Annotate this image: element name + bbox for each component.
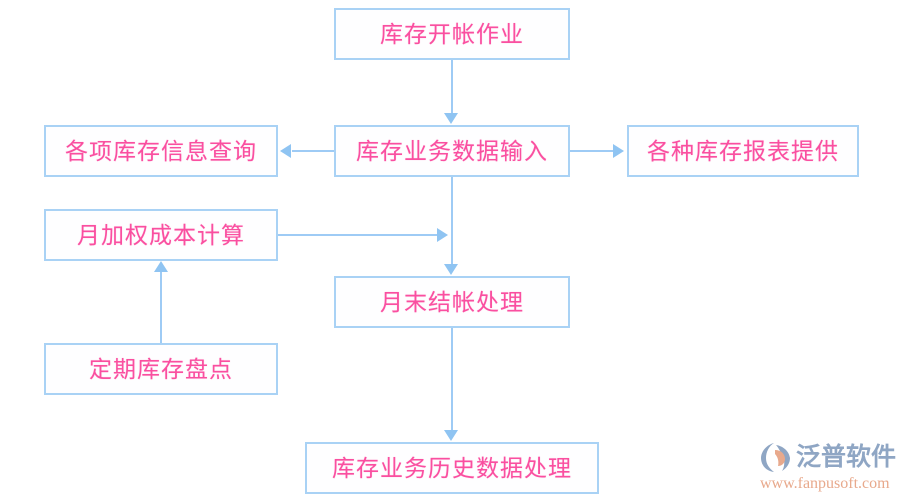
- node-label: 各项库存信息查询: [65, 138, 257, 164]
- watermark-brand-row: 泛普软件: [760, 440, 898, 474]
- edge-stocktaking-to-cost-arrow: [154, 261, 168, 272]
- node-label: 库存业务数据输入: [356, 138, 548, 164]
- edge-entry-to-query-arrow: [280, 144, 291, 158]
- edge-opening-to-entry-line: [451, 60, 453, 114]
- edge-opening-to-entry-arrow: [444, 113, 458, 124]
- node-month-end-closing[interactable]: 月末结帐处理: [334, 276, 570, 328]
- edge-stocktaking-to-cost-line: [160, 272, 162, 343]
- node-inventory-info-query[interactable]: 各项库存信息查询: [44, 125, 278, 177]
- edge-entry-to-query-line: [292, 150, 334, 152]
- node-inventory-reports[interactable]: 各种库存报表提供: [627, 125, 859, 177]
- node-label: 月末结帐处理: [380, 289, 524, 315]
- edge-cost-to-closing-line: [278, 234, 438, 236]
- edge-entry-to-closing-line: [451, 177, 453, 265]
- edge-entry-to-closing-arrow: [444, 264, 458, 275]
- node-inventory-history-processing[interactable]: 库存业务历史数据处理: [305, 442, 599, 494]
- watermark: 泛普软件 www.fanpusoft.com: [760, 440, 898, 495]
- node-label: 定期库存盘点: [89, 356, 233, 382]
- node-inventory-opening[interactable]: 库存开帐作业: [334, 8, 570, 60]
- node-label: 月加权成本计算: [77, 222, 245, 248]
- watermark-url-text: www.fanpusoft.com: [760, 475, 890, 492]
- node-inventory-data-entry[interactable]: 库存业务数据输入: [334, 125, 570, 177]
- watermark-brand-text: 泛普软件: [796, 442, 897, 471]
- edge-cost-to-closing-arrow: [437, 228, 448, 242]
- edge-closing-to-history-line: [451, 328, 453, 431]
- node-label: 库存开帐作业: [380, 21, 524, 47]
- node-label: 库存业务历史数据处理: [332, 455, 572, 481]
- fanpusoft-logo-icon: [761, 443, 790, 472]
- node-periodic-stocktaking[interactable]: 定期库存盘点: [44, 343, 278, 395]
- edge-entry-to-reports-line: [570, 150, 614, 152]
- edge-closing-to-history-arrow: [444, 430, 458, 441]
- node-monthly-weighted-cost[interactable]: 月加权成本计算: [44, 209, 278, 261]
- node-label: 各种库存报表提供: [647, 138, 839, 164]
- edge-entry-to-reports-arrow: [613, 144, 624, 158]
